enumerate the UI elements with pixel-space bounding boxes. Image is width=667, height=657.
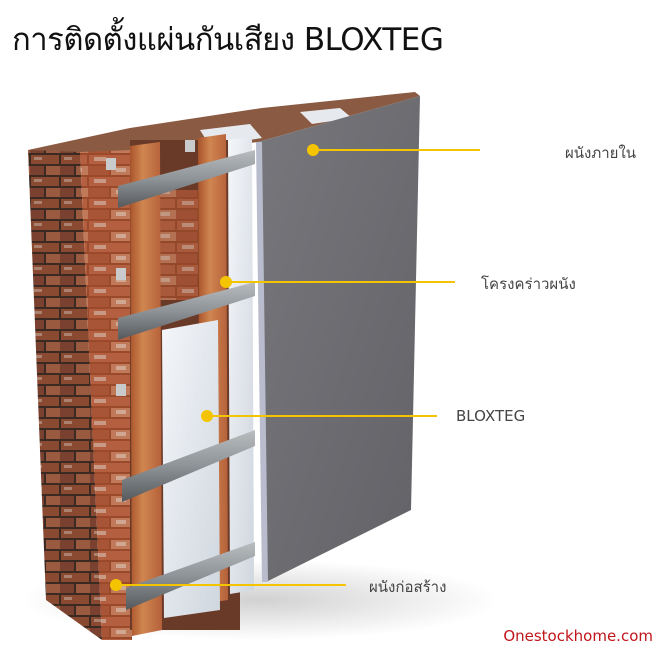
callout-label-bloxteg: BLOXTEG — [456, 407, 526, 425]
page-title: การติดตั้งแผ่นกันเสียง BLOXTEG — [12, 22, 444, 58]
callout-label-interior-wall: ผนังภายใน — [565, 144, 637, 162]
callout-lines — [110, 144, 480, 591]
steel-channels — [118, 150, 255, 610]
callout-label-wall-frame: โครงคร่าวผนัง — [481, 275, 576, 293]
watermark: Onestockhome.com — [503, 627, 653, 645]
callout-label-masonry-wall: ผนังก่อสร้าง — [369, 578, 447, 596]
